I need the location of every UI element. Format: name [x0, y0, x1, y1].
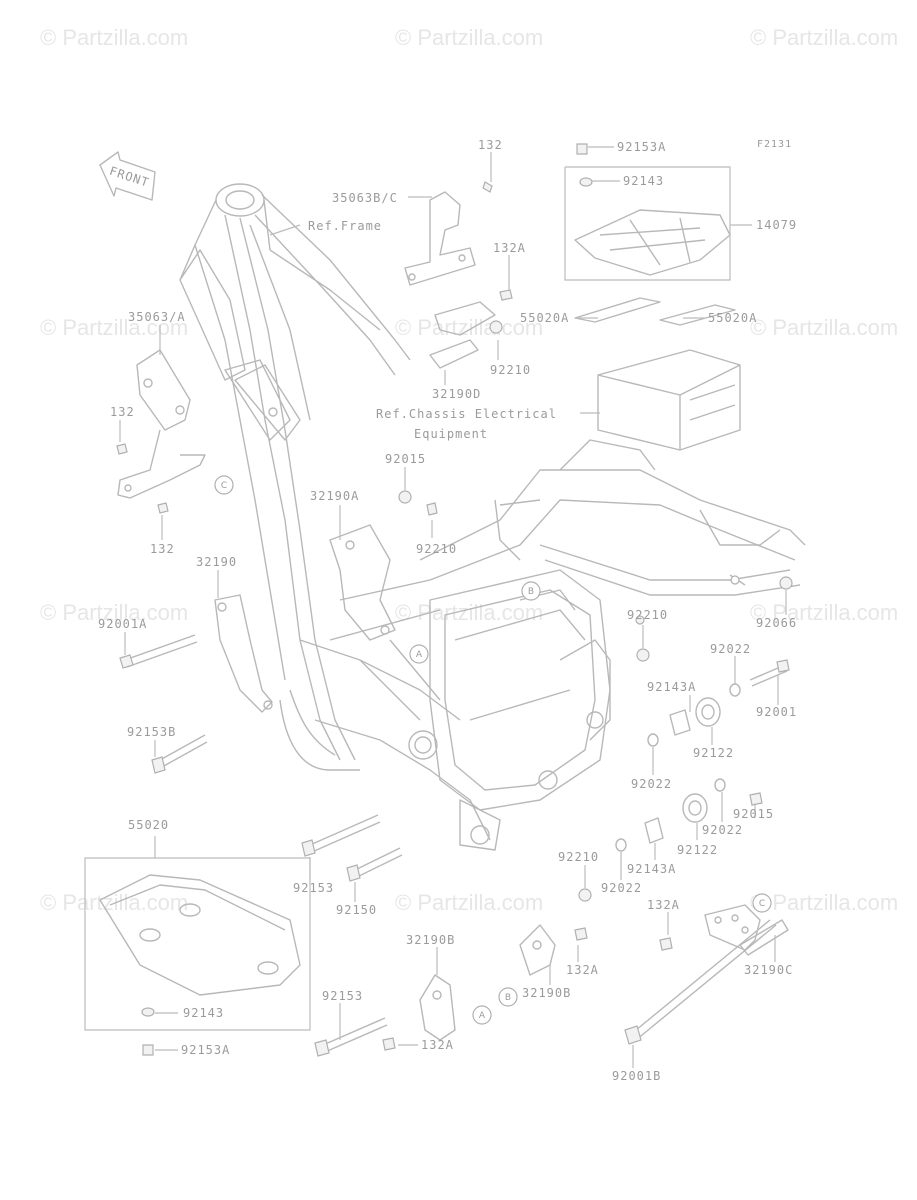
part-callout[interactable]: 55020A: [520, 311, 569, 325]
part-callout[interactable]: 92153: [322, 989, 363, 1003]
marker-c-circle: [214, 475, 234, 495]
marker-a-label: A: [479, 1011, 486, 1021]
marker-b-label: B: [505, 993, 511, 1003]
part-callout[interactable]: 132A: [566, 963, 599, 977]
part-callout[interactable]: 92153A: [617, 140, 666, 154]
part-callout[interactable]: 32190B: [406, 933, 455, 947]
ref-frame-label: Ref.Frame: [308, 219, 382, 233]
marker-c-label: C: [221, 481, 227, 491]
part-callout[interactable]: 92143: [183, 1006, 224, 1020]
marker-c-circle: [752, 893, 772, 913]
bracket-35063bc: [404, 191, 476, 286]
part-callout[interactable]: 55020A: [708, 311, 757, 325]
watermark-text: © Partzilla.com: [395, 600, 543, 625]
part-callout[interactable]: 132A: [421, 1038, 454, 1052]
part-callout[interactable]: 132: [110, 405, 135, 419]
marker-b-circle: [498, 987, 518, 1007]
watermark-text: © Partzilla.com: [40, 600, 188, 625]
part-callout[interactable]: 92022: [601, 881, 642, 895]
part-callout[interactable]: 92015: [385, 452, 426, 466]
part-callout[interactable]: 92143A: [627, 862, 676, 876]
part-callout[interactable]: 35063B/C: [332, 191, 398, 205]
marker-a-circle: [409, 644, 429, 664]
bracket-32190b: [419, 974, 456, 1041]
part-callout[interactable]: 92153A: [181, 1043, 230, 1057]
plate-32190: [214, 594, 273, 713]
watermark-text: © Partzilla.com: [395, 315, 543, 340]
part-callout[interactable]: 132: [478, 138, 503, 152]
marker-c-label: C: [759, 899, 765, 909]
part-callout[interactable]: 92066: [756, 616, 797, 630]
part-callout[interactable]: 92210: [627, 608, 668, 622]
part-callout[interactable]: 35063/A: [128, 310, 186, 324]
marker-a-label: A: [416, 650, 423, 660]
marker-a-circle: [472, 1005, 492, 1025]
part-callout[interactable]: 32190: [196, 555, 237, 569]
part-callout[interactable]: 92210: [416, 542, 457, 556]
part-callout[interactable]: 132A: [647, 898, 680, 912]
bracket-35063a: [136, 349, 191, 431]
watermark-text: © Partzilla.com: [750, 600, 898, 625]
marker-b-label: B: [528, 587, 534, 597]
watermark-text: © Partzilla.com: [750, 890, 898, 915]
part-callout[interactable]: 92001: [756, 705, 797, 719]
bracket-32190c: [704, 904, 761, 951]
part-callout[interactable]: 92001A: [98, 617, 147, 631]
ref-chassis-label-2: Equipment: [414, 427, 488, 441]
front-arrow-icon: FRONT: [99, 151, 156, 201]
battery: [597, 349, 741, 451]
plate-32190a: [329, 524, 396, 641]
part-callout[interactable]: 92022: [702, 823, 743, 837]
part-callouts: 132 35063B/C 132A 92153A 92143 14079 350…: [98, 138, 797, 1083]
watermark-text: © Partzilla.com: [750, 25, 898, 50]
part-callout[interactable]: 32190A: [310, 489, 359, 503]
part-callout[interactable]: 55020: [128, 818, 169, 832]
part-callout[interactable]: 92150: [336, 903, 377, 917]
marker-b-circle: [521, 581, 541, 601]
part-callout[interactable]: 32190B: [522, 986, 571, 1000]
part-callout[interactable]: 92143: [623, 174, 664, 188]
part-callout[interactable]: 92153: [293, 881, 334, 895]
watermark-text: © Partzilla.com: [40, 315, 188, 340]
part-callout[interactable]: 92122: [677, 843, 718, 857]
part-callout[interactable]: 132A: [493, 241, 526, 255]
watermarks: © Partzilla.com © Partzilla.com © Partzi…: [40, 25, 898, 915]
part-callout[interactable]: 92022: [710, 642, 751, 656]
part-callout[interactable]: 92015: [733, 807, 774, 821]
figure-code: F2131: [757, 139, 792, 150]
battery-holder-14079: [574, 209, 731, 276]
ref-chassis-label: Ref.Chassis Electrical: [376, 407, 557, 421]
part-callout[interactable]: 92210: [490, 363, 531, 377]
watermark-text: © Partzilla.com: [395, 25, 543, 50]
parts: [99, 143, 793, 1057]
part-callout[interactable]: 92210: [558, 850, 599, 864]
part-callout[interactable]: 92022: [631, 777, 672, 791]
watermark-text: © Partzilla.com: [750, 315, 898, 340]
part-callout[interactable]: 132: [150, 542, 175, 556]
part-callout[interactable]: 92122: [693, 746, 734, 760]
part-callout[interactable]: 92153B: [127, 725, 176, 739]
part-callout[interactable]: 92143A: [647, 680, 696, 694]
watermark-text: © Partzilla.com: [395, 890, 543, 915]
circle-markers: C A B C A B: [214, 475, 772, 1025]
motorcycle-frame: [179, 183, 806, 851]
skid-plate-55020: [99, 874, 301, 996]
part-callout[interactable]: 14079: [756, 218, 797, 232]
part-callout[interactable]: 32190C: [744, 963, 793, 977]
part-callout[interactable]: 32190D: [432, 387, 481, 401]
watermark-text: © Partzilla.com: [40, 890, 188, 915]
leader-lines: [84, 146, 787, 1068]
watermark-text: © Partzilla.com: [40, 25, 188, 50]
part-callout[interactable]: 92001B: [612, 1069, 661, 1083]
